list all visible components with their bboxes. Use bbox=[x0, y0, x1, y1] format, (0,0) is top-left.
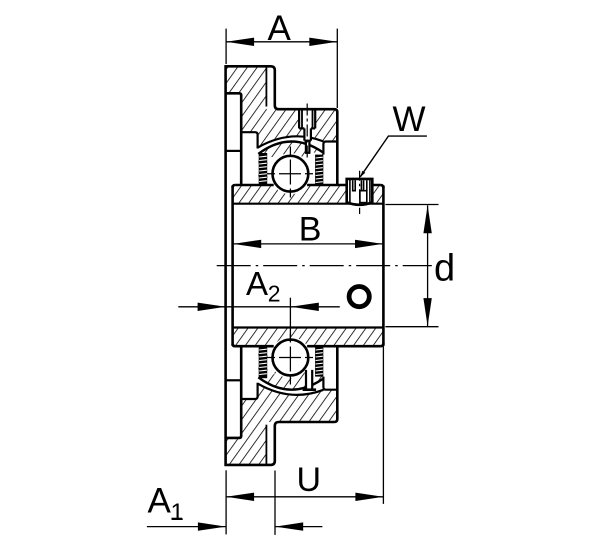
svg-text:A: A bbox=[148, 482, 172, 521]
svg-text:U: U bbox=[297, 461, 322, 499]
svg-text:W: W bbox=[393, 100, 426, 139]
svg-text:2: 2 bbox=[268, 281, 281, 307]
svg-text:B: B bbox=[299, 211, 322, 249]
svg-text:d: d bbox=[434, 248, 455, 290]
svg-text:A: A bbox=[246, 265, 268, 302]
svg-text:A: A bbox=[268, 9, 292, 48]
svg-text:1: 1 bbox=[171, 499, 184, 526]
